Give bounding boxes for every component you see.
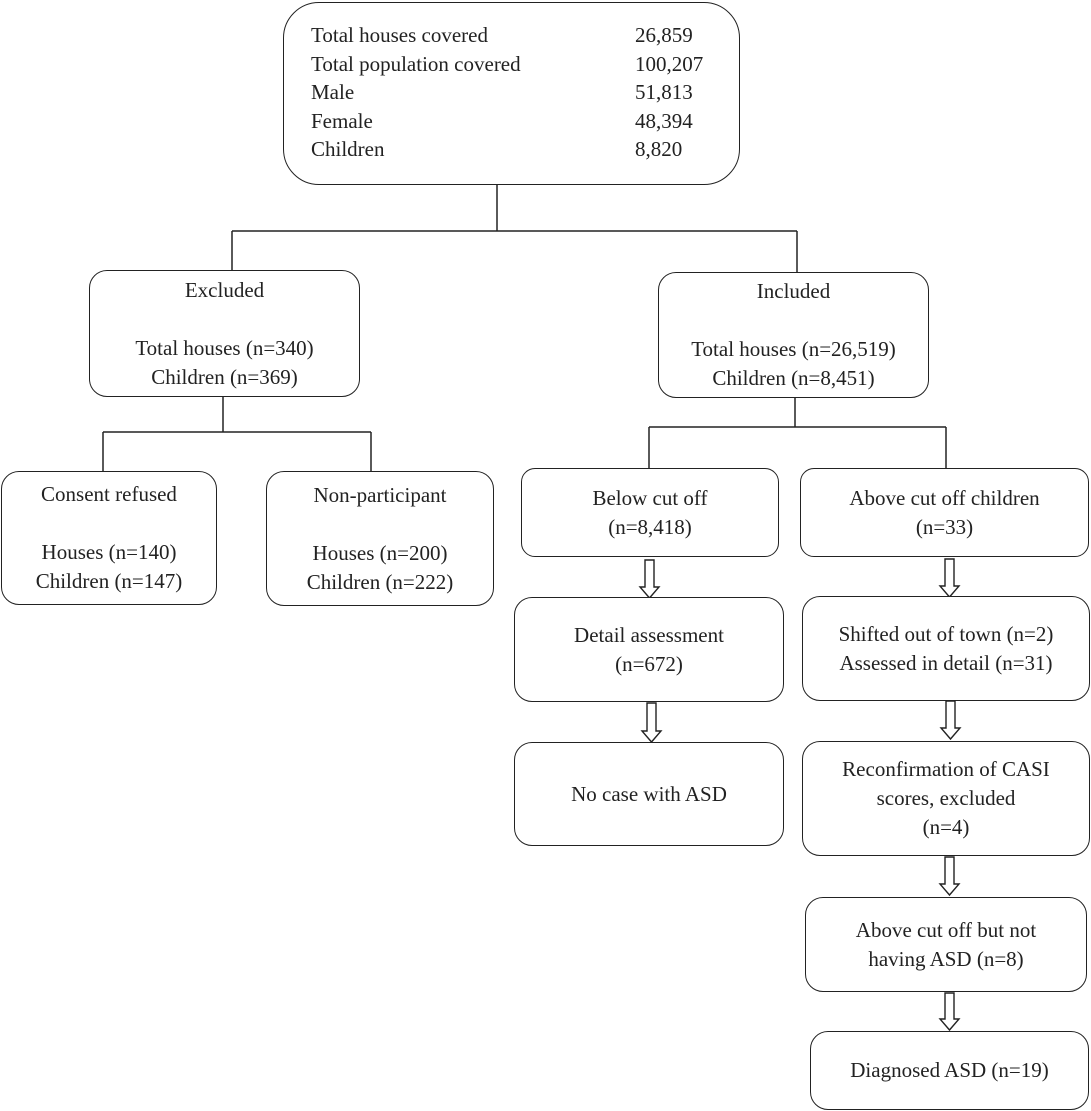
- above-not-asd-line1: Above cut off but not: [855, 917, 1037, 942]
- arrow-down-icon: [640, 702, 663, 744]
- summary-row: Male 51,813: [311, 78, 739, 107]
- detail-assessment-line1: Detail assessment: [574, 622, 724, 647]
- diagnosed-line1: Diagnosed ASD (n=19): [850, 1058, 1049, 1082]
- summary-value: 8,820: [635, 137, 683, 161]
- no-case-line1: No case with ASD: [571, 781, 727, 806]
- consent-refused-houses: Houses (n=140): [41, 540, 177, 564]
- detail-assessment-line2: (n=672): [615, 651, 683, 676]
- summary-label: Total population covered: [311, 51, 521, 76]
- summary-row: Children 8,820: [311, 135, 739, 164]
- included-children: Children (n=8,451): [712, 366, 875, 390]
- summary-label: Male: [311, 80, 355, 104]
- included-houses: Total houses (n=26,519): [691, 337, 896, 361]
- arrow-down-icon: [938, 558, 961, 599]
- summary-row: Female 48,394: [311, 107, 739, 136]
- above-cutoff-line2: (n=33): [915, 514, 974, 539]
- consent-refused-children: Children (n=147): [35, 569, 183, 593]
- non-participant-houses: Houses (n=200): [312, 540, 448, 565]
- diagnosed-box: Diagnosed ASD (n=19): [810, 1031, 1089, 1110]
- shifted-line2: Assessed in detail (n=31): [839, 650, 1053, 675]
- above-not-asd-line2: having ASD (n=8): [868, 946, 1024, 971]
- summary-label: Female: [311, 108, 373, 133]
- arrow-down-icon: [638, 559, 661, 600]
- included-title: Included: [756, 279, 831, 303]
- excluded-children: Children (n=369): [151, 364, 298, 389]
- shifted-box: Shifted out of town (n=2) Assessed in de…: [802, 596, 1090, 701]
- non-participant-title: Non-participant: [313, 482, 447, 507]
- summary-label: Total houses covered: [311, 23, 488, 47]
- below-cutoff-box: Below cut off (n=8,418): [521, 468, 779, 557]
- excluded-houses: Total houses (n=340): [135, 335, 314, 360]
- excluded-title: Excluded: [184, 277, 265, 302]
- summary-value: 100,207: [635, 51, 704, 76]
- no-case-box: No case with ASD: [514, 742, 784, 846]
- consent-refused-title: Consent refused: [41, 482, 177, 506]
- reconfirmation-line3: (n=4): [922, 815, 970, 839]
- non-participant-box: Non-participant Houses (n=200) Children …: [266, 471, 494, 606]
- summary-value: 51,813: [635, 80, 693, 104]
- below-cutoff-line1: Below cut off: [592, 485, 708, 510]
- above-cutoff-line1: Above cut off children: [849, 485, 1040, 510]
- reconfirmation-box: Reconfirmation of CASI scores, excluded …: [802, 741, 1090, 856]
- below-cutoff-line2: (n=8,418): [608, 514, 692, 539]
- summary-value: 26,859: [635, 23, 693, 47]
- summary-label: Children: [311, 137, 385, 161]
- included-box: Included Total houses (n=26,519) Childre…: [658, 272, 929, 398]
- arrow-down-icon: [938, 856, 961, 897]
- summary-row: Total houses covered 26,859: [311, 21, 739, 50]
- above-cutoff-box: Above cut off children (n=33): [800, 468, 1089, 557]
- summary-row: Total population covered 100,207: [311, 50, 739, 79]
- arrow-down-icon: [939, 700, 962, 741]
- reconfirmation-line2: scores, excluded: [876, 786, 1016, 810]
- down-arrows: [638, 558, 962, 1032]
- non-participant-children: Children (n=222): [306, 569, 454, 594]
- reconfirmation-line1: Reconfirmation of CASI: [842, 757, 1050, 781]
- summary-box: Total houses covered 26,859 Total popula…: [283, 2, 740, 185]
- shifted-line1: Shifted out of town (n=2): [838, 621, 1054, 646]
- consent-refused-box: Consent refused Houses (n=140) Children …: [1, 471, 217, 605]
- excluded-box: Excluded Total houses (n=340) Children (…: [89, 270, 360, 397]
- summary-value: 48,394: [635, 108, 693, 133]
- arrow-down-icon: [938, 992, 961, 1032]
- detail-assessment-box: Detail assessment (n=672): [514, 597, 784, 702]
- above-not-asd-box: Above cut off but not having ASD (n=8): [805, 897, 1087, 992]
